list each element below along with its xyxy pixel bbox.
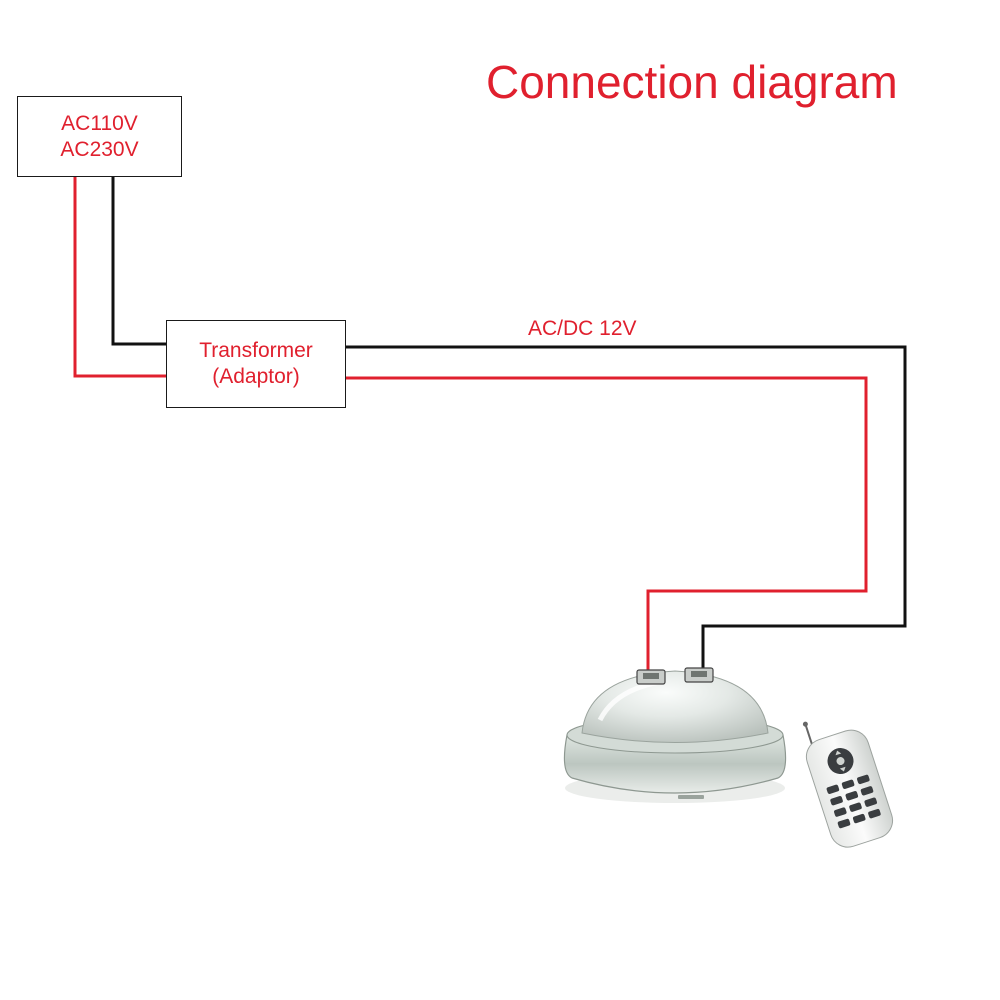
remote-control-icon xyxy=(802,721,894,848)
neutral-wire-output xyxy=(346,345,907,672)
source-voltage-1: AC110V xyxy=(61,111,138,135)
terminal-right-icon xyxy=(684,667,714,683)
output-voltage-label: AC/DC 12V xyxy=(528,317,637,340)
transformer-box: Transformer (Adaptor) xyxy=(166,320,346,408)
power-source-box: AC110V AC230V xyxy=(17,96,182,177)
live-wire-output xyxy=(346,376,868,672)
terminal-left-icon xyxy=(636,669,666,685)
live-wire-input xyxy=(73,177,166,378)
source-voltage-2: AC230V xyxy=(60,137,139,161)
diagram-title: Connection diagram xyxy=(486,56,898,108)
neutral-wire-input xyxy=(111,177,166,346)
transformer-label: Transformer xyxy=(199,339,313,362)
pool-light-dome-icon xyxy=(563,667,787,803)
adaptor-label: (Adaptor) xyxy=(212,365,300,388)
